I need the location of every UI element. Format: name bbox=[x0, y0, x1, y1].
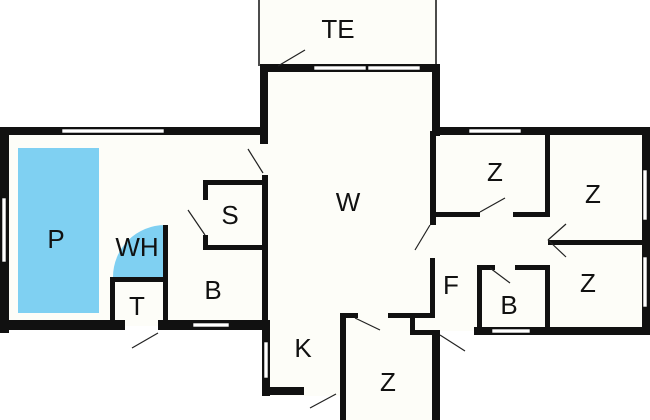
room-label-sauna: S bbox=[221, 200, 238, 230]
room-label-hall: F bbox=[443, 270, 459, 300]
room-label-toilet: T bbox=[129, 291, 145, 321]
room-label-whirlpool: WH bbox=[115, 232, 158, 262]
room-label-pool: P bbox=[47, 224, 64, 254]
windows bbox=[1, 65, 648, 379]
room-label-bedroom-right-bottom: Z bbox=[580, 268, 596, 298]
door-swings bbox=[131, 49, 567, 409]
room-label-living: W bbox=[336, 187, 361, 217]
room-label-bath-left: B bbox=[204, 275, 221, 305]
room-label-bedroom-bottom: Z bbox=[380, 367, 396, 397]
room-label-bath-right: B bbox=[500, 290, 517, 320]
whirlpool bbox=[113, 225, 165, 277]
room-label-bedroom-right-top: Z bbox=[585, 179, 601, 209]
terrace-outline bbox=[258, 0, 437, 66]
room-label-terrace: TE bbox=[321, 14, 354, 44]
floor-areas bbox=[4, 0, 646, 420]
pool bbox=[18, 148, 99, 313]
room-label-bedroom-top: Z bbox=[487, 157, 503, 187]
room-label-kitchen: K bbox=[294, 333, 312, 363]
